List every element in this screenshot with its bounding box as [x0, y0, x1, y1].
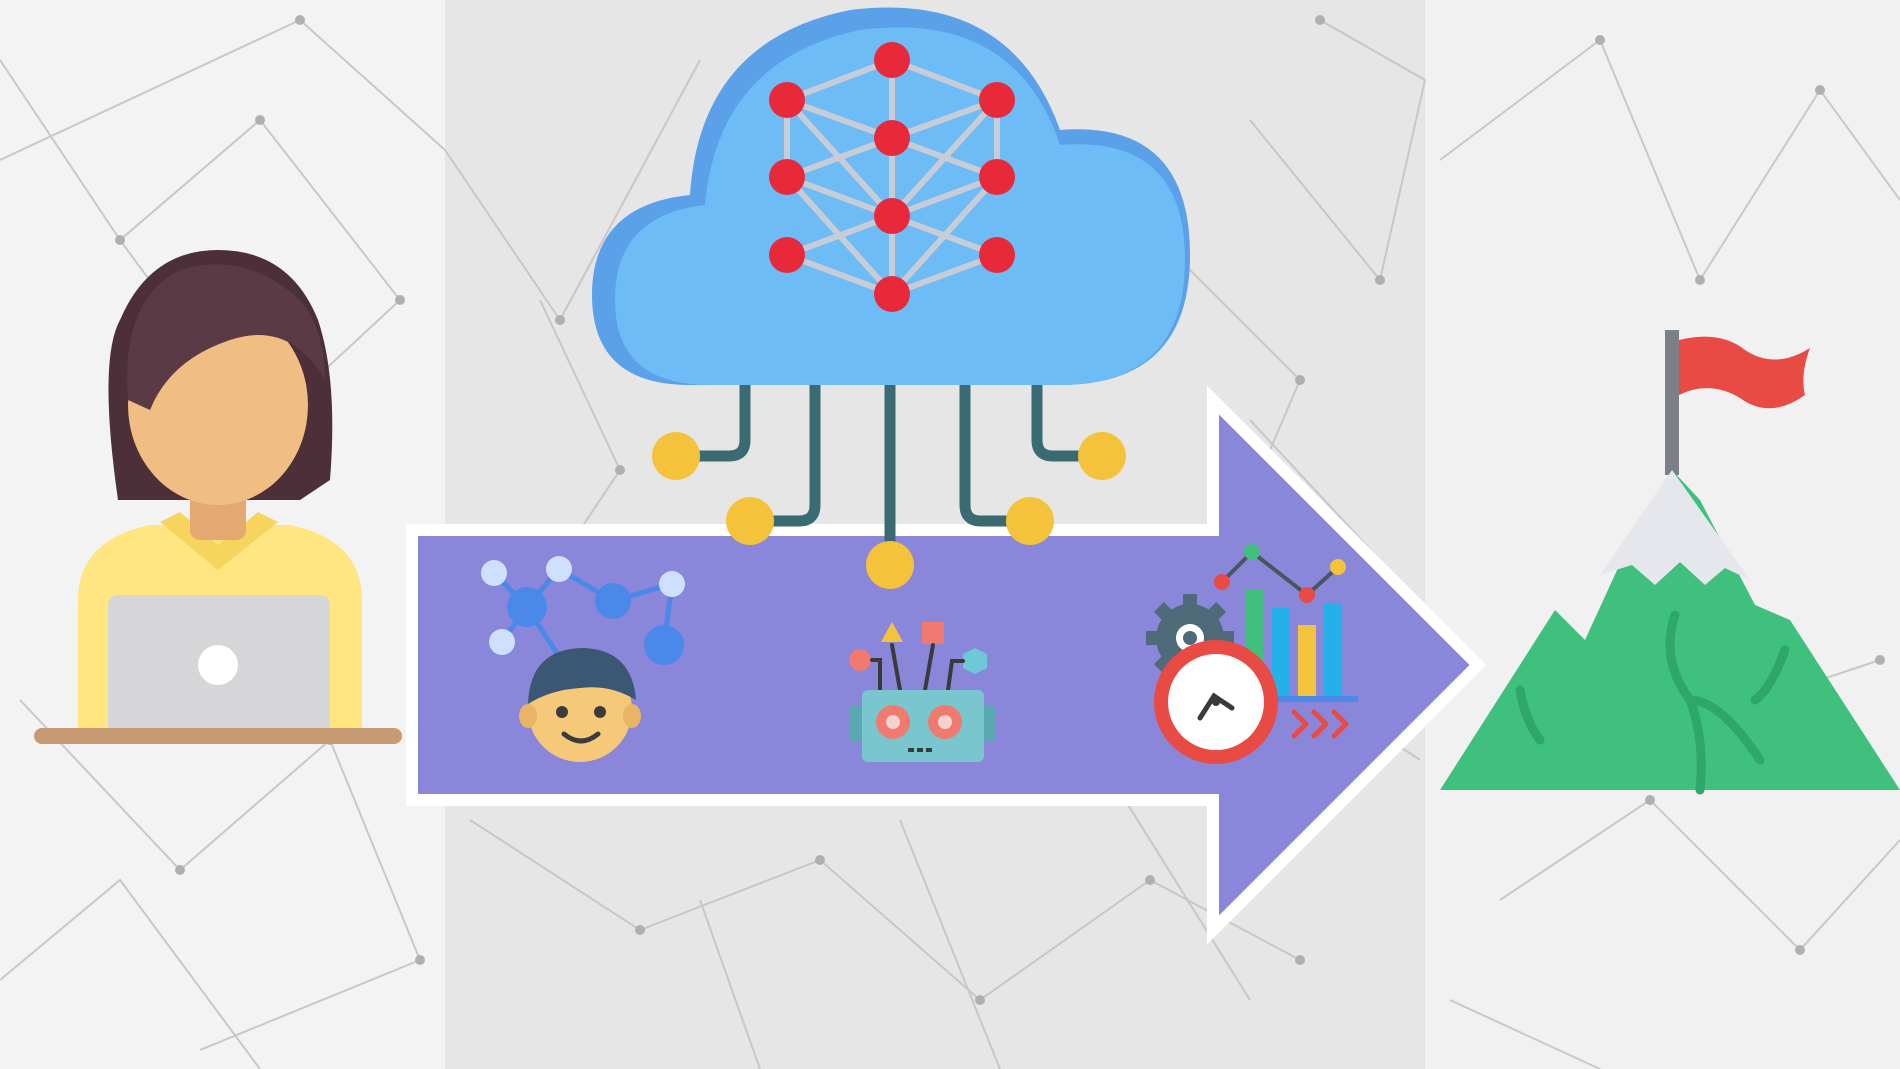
trend-line: [1214, 544, 1346, 603]
desk: [34, 728, 402, 744]
circle-input: [849, 649, 871, 671]
woman-with-laptop-icon: [34, 250, 402, 744]
mountain-snow-cap: [1600, 470, 1750, 585]
user-network-icon: [481, 556, 685, 762]
cloud-circuit-lines: [670, 364, 1108, 566]
speed-chevrons: [1291, 709, 1349, 739]
mountain-cracks: [1515, 610, 1790, 795]
neural-network-nodes: [769, 42, 1015, 312]
mountain-flag-icon: [1440, 330, 1900, 795]
bar-chart-bars: [1238, 590, 1358, 702]
laptop-logo: [198, 645, 238, 685]
process-arrow-icon: [406, 385, 1487, 945]
clock-icon: [1154, 640, 1278, 764]
cloud-circuit-nodes: [652, 432, 1126, 589]
flag: [1679, 336, 1810, 409]
network-nodes: [481, 556, 685, 665]
user-head: [519, 648, 641, 762]
person-hair-front: [127, 264, 325, 410]
neural-network-cloud-icon: [592, 7, 1190, 589]
performance-clock-chart-icon: [1146, 544, 1358, 764]
machine-processing-icon: [849, 622, 996, 762]
person-collar: [160, 512, 278, 570]
triangle-input: [881, 622, 903, 642]
hexagon-input: [963, 648, 987, 674]
process-arrow-body: [406, 385, 1487, 945]
square-input: [922, 622, 944, 644]
flag-pole: [1665, 330, 1679, 475]
